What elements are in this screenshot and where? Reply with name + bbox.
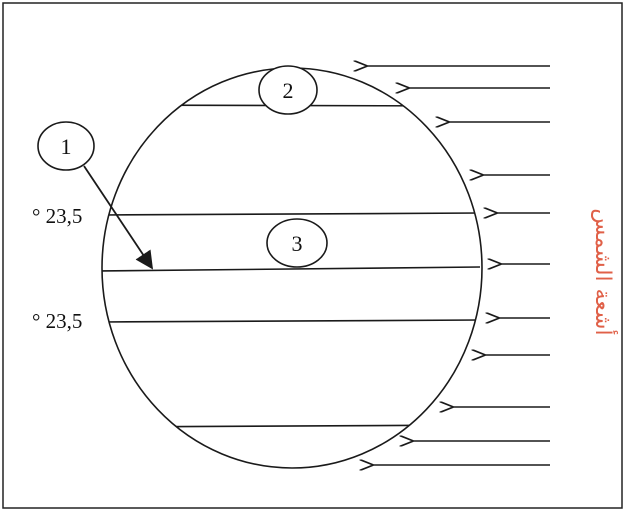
sun-rays-label: أشعة الشمس	[590, 208, 618, 335]
tilt-label-south: ° 23,5	[32, 309, 82, 333]
tropic-of-capricorn-line	[100, 320, 480, 322]
tilt-label-north: ° 23,5	[32, 204, 82, 228]
antarctic-circle-line	[100, 425, 480, 427]
callout-1-pointer-arrow	[84, 166, 152, 268]
callout-2: 2	[259, 66, 317, 114]
sun-rays	[366, 66, 550, 465]
callout-2-label: 2	[283, 78, 294, 103]
callout-1-label: 1	[61, 134, 72, 159]
equator-line	[100, 267, 480, 271]
callout-3-label: 3	[292, 231, 303, 256]
callout-3: 3	[267, 219, 327, 267]
callout-1: 1	[38, 122, 94, 170]
tropic-of-cancer-line	[100, 213, 480, 215]
